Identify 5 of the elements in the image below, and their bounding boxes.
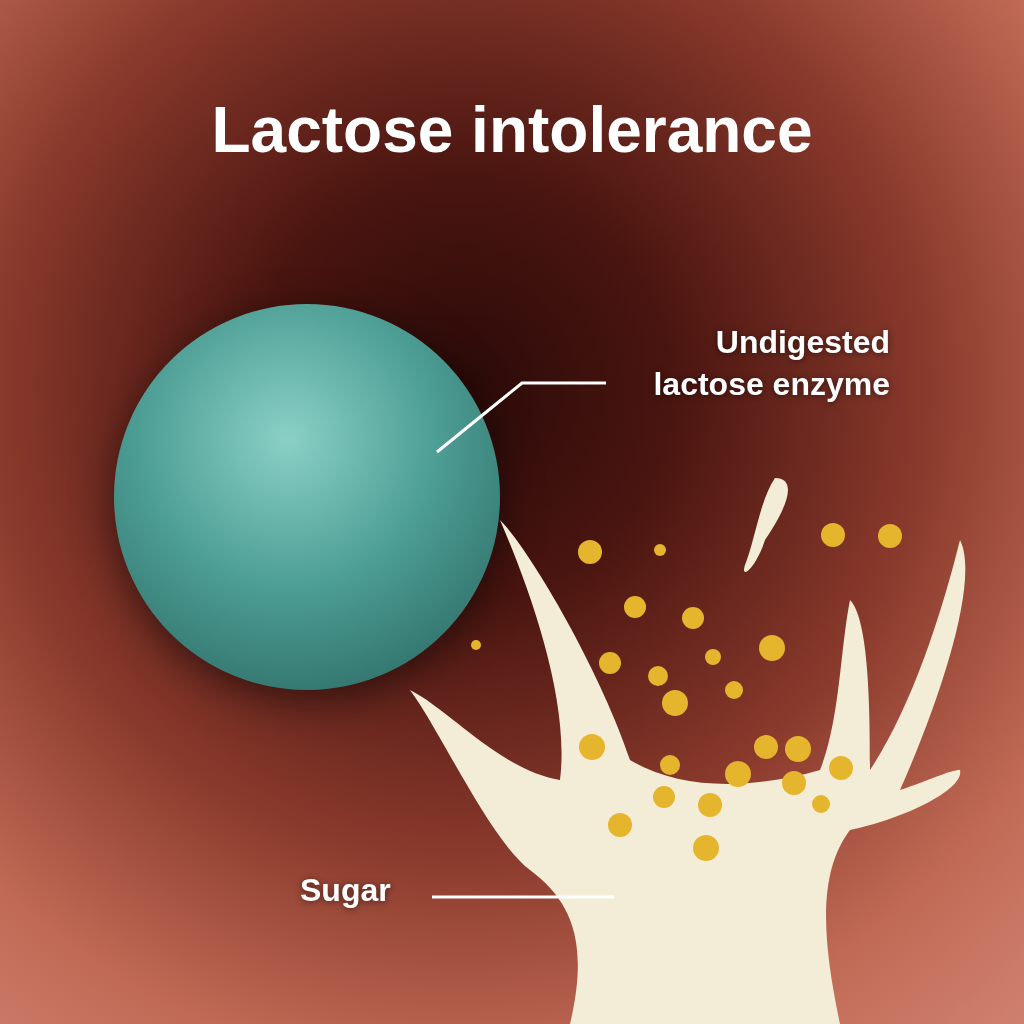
leader-line — [432, 895, 614, 899]
leader-line — [436, 381, 606, 454]
callout-label: Sugar — [300, 871, 392, 910]
title: Lactose intolerance — [210, 98, 814, 162]
callout-label: Undigested lactose enzyme — [652, 323, 890, 404]
